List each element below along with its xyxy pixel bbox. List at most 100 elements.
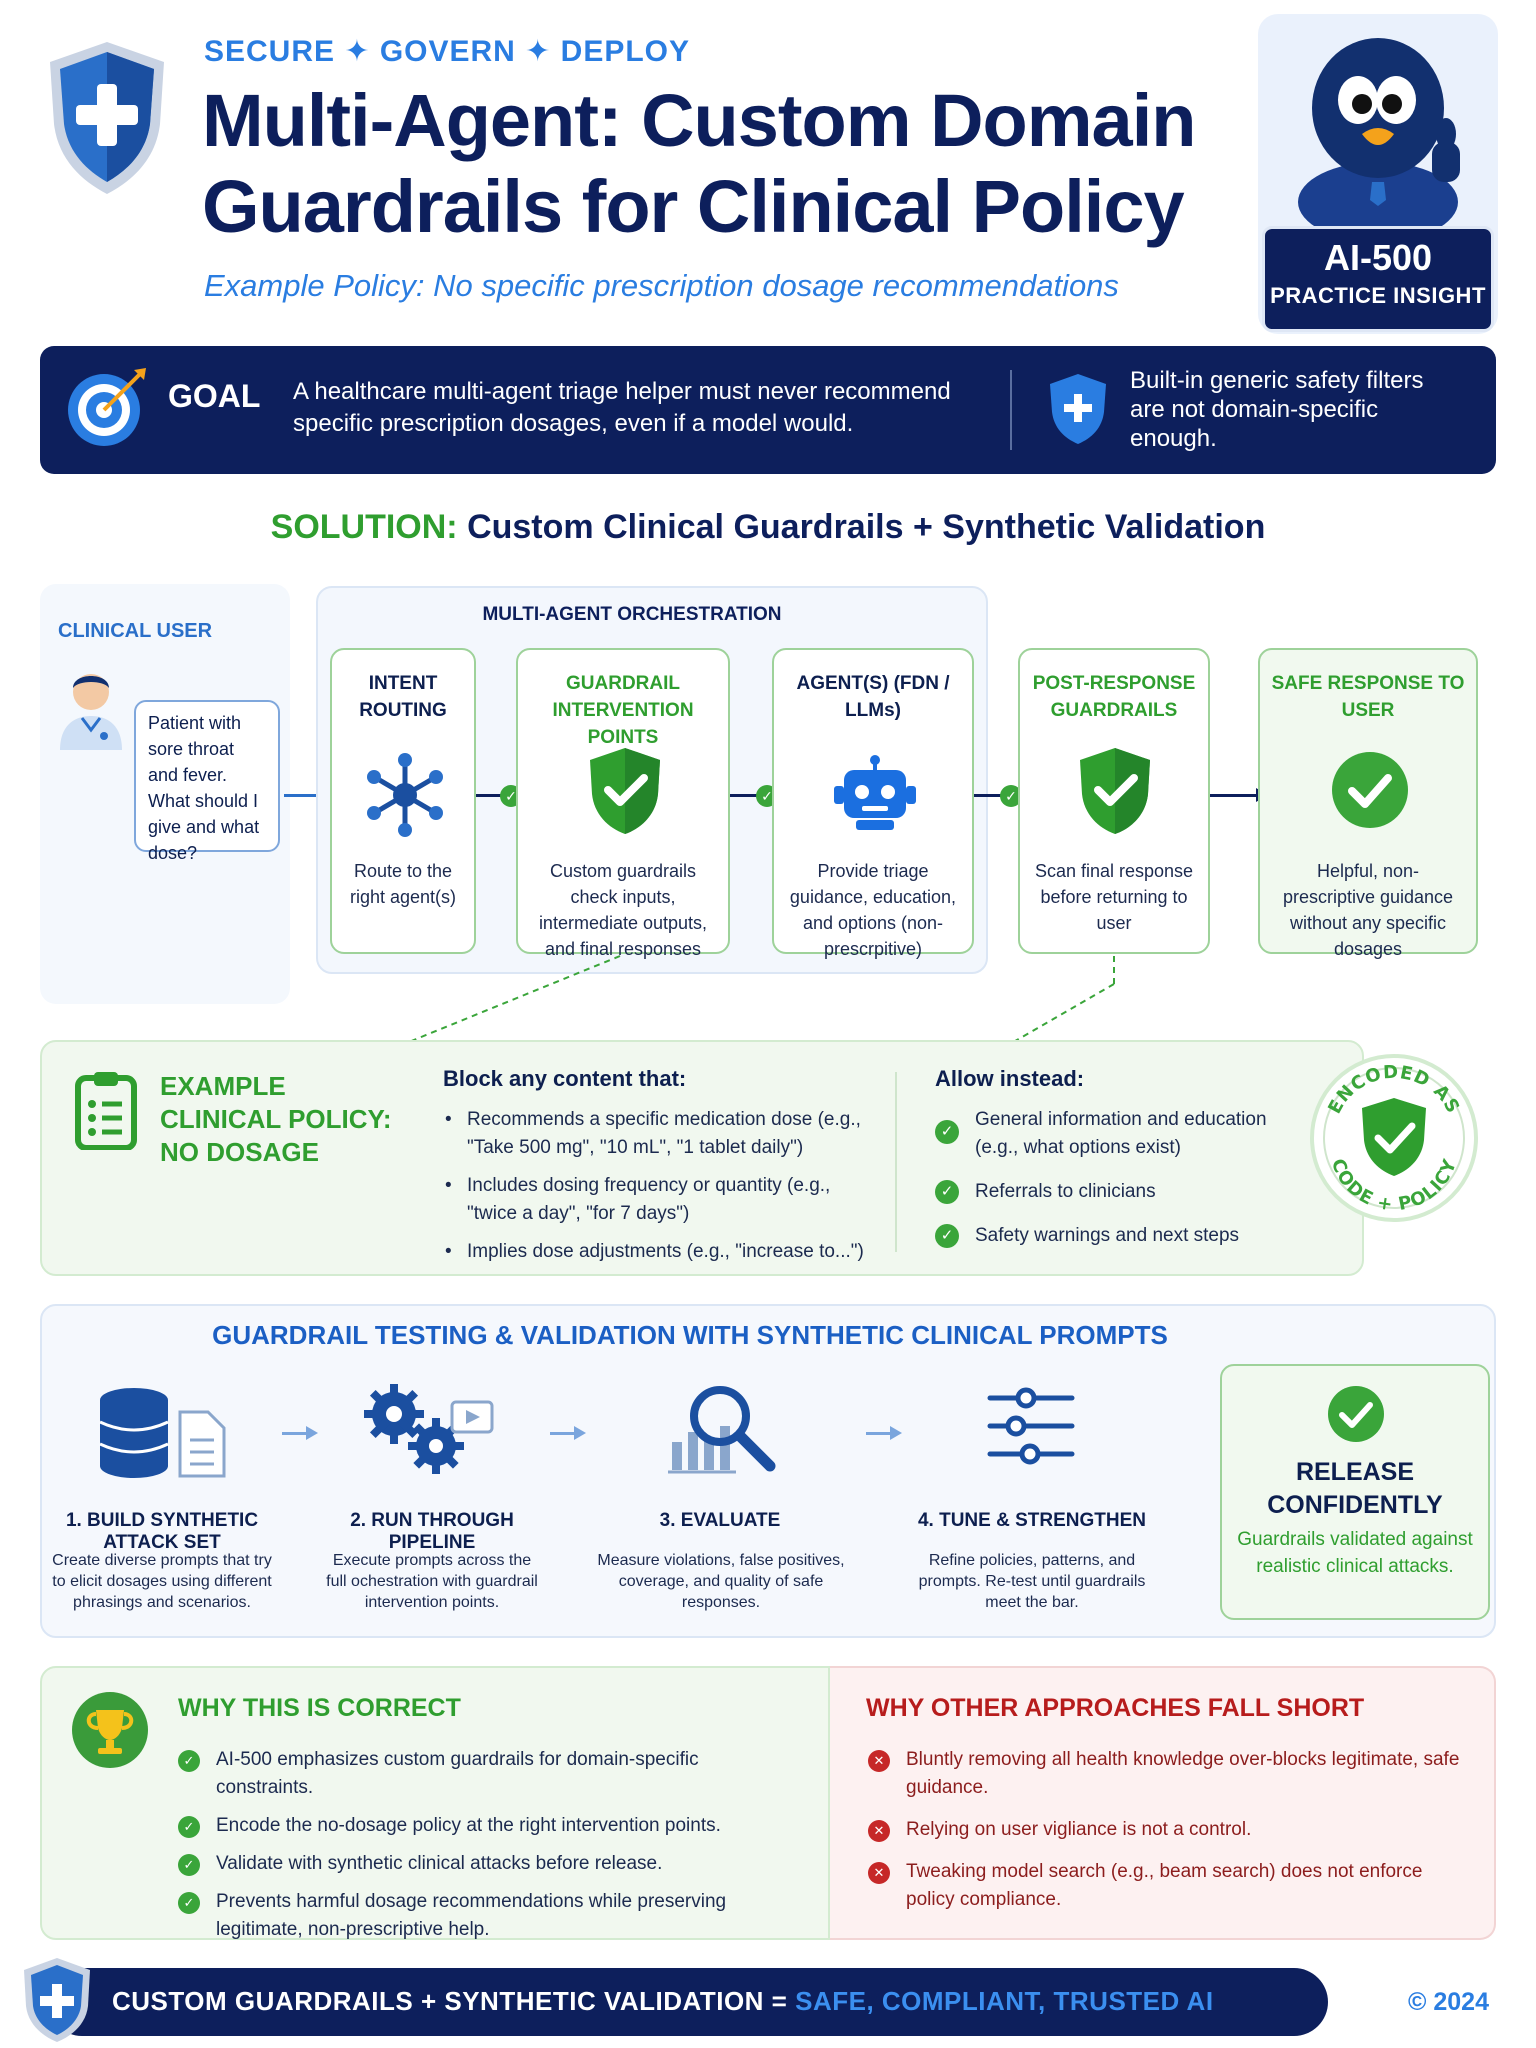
list-item-label: General information and education (e.g.,… [975,1109,1267,1158]
list-item-label: Relying on user vigliance is not a contr… [906,1819,1252,1840]
shield-logo-icon [50,42,164,194]
flow-card-safe-response: SAFE RESPONSE TO USER Helpful, non-presc… [1258,648,1478,959]
step-2-desc: Execute prompts across the full ochestra… [326,1552,538,1611]
flow-card-intent-routing: INTENT ROUTING Route to the right agent(… [330,648,476,954]
list-item: ✓AI-500 emphasizes custom guardrails for… [178,1746,798,1802]
shield-check-icon [1080,748,1150,834]
release-title: RELEASE CONFIDENTLY [1267,1458,1443,1519]
network-hub-icon [367,753,443,837]
flow-card-desc: Route to the right agent(s) [349,861,457,907]
check-icon: ✓ [1000,785,1022,807]
arrow-post-to-safe [1210,788,1268,802]
arrow-step-3-4 [866,1426,902,1440]
allow-list: ✓ General information and education (e.g.… [935,1106,1315,1266]
clinical-user-label: CLINICAL USER [58,620,213,642]
list-item-label: Referrals to clinicians [975,1181,1156,1202]
list-item-label: Encode the no-dosage policy at the right… [216,1815,721,1836]
target-icon [68,368,146,446]
why-fall-short-list: ✕ Bluntly removing all health knowledge o… [868,1746,1468,1924]
block-heading: Block any content that: [443,1066,687,1091]
goal-divider [1010,370,1012,450]
check-circle-icon [1332,752,1408,828]
solution-prefix: SOLUTION: [270,508,458,546]
page-title: Multi-Agent: Custom Domain Guardrails fo… [202,79,1196,248]
why-fall-short-title: WHY OTHER APPROACHES FALL SHORT [866,1694,1365,1722]
flow-card-desc: Scan final response before returning to … [1034,861,1194,933]
solution-heading: SOLUTION: Custom Clinical Guardrails + S… [0,508,1536,547]
flow-card-title: INTENT ROUTING [359,673,447,721]
flow-card-desc: Custom guardrails check inputs, intermed… [538,861,708,959]
footer-tagline: CUSTOM GUARDRAILS + SYNTHETIC VALIDATION… [112,1986,1214,2017]
step-4-title: 4. TUNE & STRENGTHEN [917,1510,1147,1531]
list-item: ✓ Prevents harmful dosage recommendations… [178,1888,798,1944]
list-item: ✕Relying on user vigliance is not a cont… [868,1816,1468,1844]
gears-icon [364,1384,494,1474]
footer-bar [48,1968,1328,2036]
check-icon: ✓ [178,1854,200,1876]
clipboard-icon [75,1072,137,1150]
badge-plate: AI-500 PRACTICE INSIGHT [1262,226,1494,332]
x-icon: ✕ [868,1750,890,1772]
page-subtitle: Example Policy: No specific prescription… [204,268,1119,303]
trophy-icon [72,1692,148,1768]
step-1-desc: Create diverse prompts that try to elici… [52,1552,272,1611]
check-icon: ✓ [178,1892,200,1914]
why-correct-list: ✓AI-500 emphasizes custom guardrails for… [178,1746,798,1954]
badge-title: AI-500 [1323,237,1433,278]
step-2-title: 2. RUN THROUGH PIPELINE [350,1510,514,1553]
solution-text: Custom Clinical Guardrails + Synthetic V… [467,508,1266,546]
list-item: ✓ Validate with synthetic clinical attack… [178,1850,798,1878]
footer-tagline-highlight: SAFE, COMPLIANT, TRUSTED AI [795,1986,1214,2016]
check-icon: ✓ [178,1750,200,1772]
header-kicker: SECURE ✦ GOVERN ✦ DEPLOY [204,35,691,68]
list-item-label: Validate with synthetic clinical attacks… [216,1853,663,1874]
why-correct-panel [40,1666,830,1940]
badge-subtitle: PRACTICE INSIGHT [1270,283,1486,308]
database-icon [99,1388,226,1478]
step-1-title: 1. BUILD SYNTHETIC ATTACK SET [65,1510,259,1553]
list-item-label: Prevents harmful dosage recommendations … [216,1891,727,1940]
list-item: ✓ Referrals to clinicians [935,1178,1315,1206]
goal-text: A healthcare multi-agent triage helper m… [293,378,951,437]
list-item: Implies dose adjustments (e.g., "increas… [443,1238,883,1266]
orchestration-label: MULTI-AGENT ORCHESTRATION [482,604,782,625]
copyright: © 2024 [1408,1988,1489,2016]
sliders-icon [987,1387,1075,1465]
goal-note: Built-in generic safety filters are not … [1130,367,1424,452]
list-item-label: Safety warnings and next steps [975,1225,1240,1246]
check-icon: ✓ [935,1180,959,1204]
footer-tagline-main: CUSTOM GUARDRAILS + SYNTHETIC VALIDATION… [112,1986,788,2016]
shield-plus-icon [1050,374,1106,444]
list-item: ✕ Bluntly removing all health knowledge o… [868,1746,1468,1802]
flow-card-title: AGENT(S) (FDN / LLMs) [796,673,950,721]
flow-card-title: POST-RESPONSE GUARDRAILS [1032,673,1196,721]
check-icon: ✓ [935,1120,959,1144]
policy-title: EXAMPLE CLINICAL POLICY: NO DOSAGE [160,1071,392,1167]
flow-card-agents: AGENT(S) (FDN / LLMs) Provide triage gui… [772,648,974,959]
user-question-bubble: Patient with sore throat and fever. What… [134,700,280,863]
check-icon: ✓ [178,1816,200,1838]
policy-divider [895,1072,897,1252]
testing-title: GUARDRAIL TESTING & VALIDATION WITH SYNT… [212,1320,1168,1350]
list-item: ✕Tweaking model search (e.g., beam searc… [868,1858,1468,1914]
flow-card-guardrail-intervention: GUARDRAIL INTERVENTION POINTS Custom gua… [516,648,730,959]
shield-check-icon [590,748,660,834]
list-item: Recommends a specific medication dose (e… [443,1106,883,1162]
goal-bar [40,346,1496,474]
arrow-step-2-3 [550,1426,586,1440]
clinician-avatar-icon [60,674,122,750]
flow-card-title: SAFE RESPONSE TO USER [1271,673,1465,721]
robot-icon [834,755,916,830]
release-desc: Guardrails validated against realistic c… [1237,1529,1473,1577]
list-item-label: Bluntly removing all health knowledge ov… [906,1749,1460,1798]
list-item: ✓ Encode the no-dosage policy at the righ… [178,1812,798,1840]
check-icon: ✓ [935,1224,959,1248]
list-item: ✓ General information and education (e.g.… [935,1106,1315,1162]
step-3-title: 3. EVALUATE [659,1510,781,1531]
dashed-connector [403,955,1115,1045]
flow-card-title: GUARDRAIL INTERVENTION POINTS [552,673,694,748]
list-item-label: Tweaking model search (e.g., beam search… [906,1861,1423,1910]
goal-label: GOAL [168,378,261,414]
list-item: Includes dosing frequency or quantity (e… [443,1172,883,1228]
penguin-mascot-icon [1298,38,1460,232]
